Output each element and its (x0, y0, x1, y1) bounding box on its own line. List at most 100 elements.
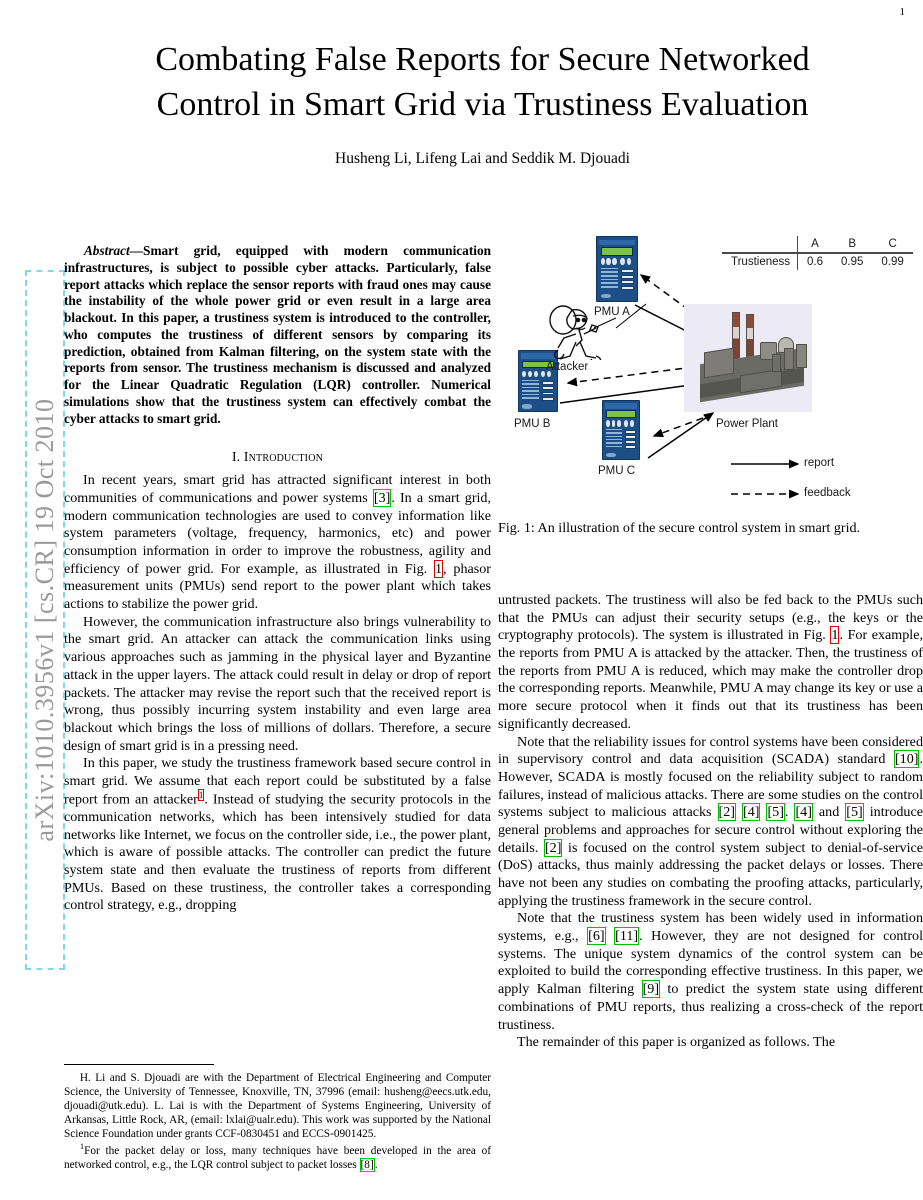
trustiness-table: A B C Trustieness 0.6 0.95 0.99 (722, 236, 913, 270)
citation-link[interactable]: [2] (543, 838, 563, 857)
pmu-button (621, 280, 635, 285)
pmu-text-lines (606, 428, 623, 450)
figure-reference-link[interactable]: 1 (830, 626, 840, 645)
paper-title-line-2: Control in Smart Grid via Trustiness Eva… (156, 85, 809, 123)
abstract-paragraph: Abstract—Smart grid, equipped with moder… (64, 243, 491, 427)
citation-number: 8 (364, 1159, 370, 1172)
pmu-button (542, 381, 555, 385)
figure-reference-number: 1 (831, 627, 839, 644)
pmu-line (522, 383, 540, 385)
trustiness-value-c: 0.99 (881, 255, 904, 268)
table-header-a: A (811, 238, 819, 250)
paragraph-intro-3: In this paper, we study the trustiness f… (64, 755, 491, 915)
pmu-knob (547, 370, 552, 378)
pmu-text-lines (600, 267, 619, 291)
citation-link[interactable]: [9] (641, 980, 661, 999)
pmu-line (522, 397, 540, 399)
paragraph-intro-1: In recent years, smart grid has attracte… (64, 472, 491, 614)
legend-label-report: report (804, 457, 835, 469)
pmu-c-label: PMU C (598, 465, 636, 477)
pmu-b-label: PMU B (514, 418, 551, 430)
footnote-1: 1For the packet delay or loss, many tech… (64, 1141, 491, 1173)
text-run: . (784, 804, 795, 821)
citation-link[interactable]: [2] (717, 803, 736, 822)
pmu-line (600, 286, 619, 288)
pmu-line (606, 432, 623, 434)
footnote-marker: 1 (79, 1141, 85, 1152)
plant-building (704, 347, 734, 379)
smokestack (746, 314, 754, 360)
table-header-row: A B C (722, 236, 913, 252)
pmu-button (624, 440, 637, 444)
citation-number: 11 (619, 928, 634, 945)
pmu-footer-badge (600, 293, 611, 299)
pmu-knob-row (606, 420, 636, 427)
citation-link[interactable]: [3] (372, 488, 392, 507)
pmu-button-column (542, 381, 555, 401)
figure-reference-link[interactable]: 1 (434, 559, 444, 578)
pmu-button (621, 269, 635, 274)
pmu-knob (616, 420, 621, 427)
pmu-button-column (624, 430, 637, 450)
text-run: For the packet delay or loss, many techn… (64, 1145, 491, 1172)
pmu-knob (522, 370, 527, 378)
citation-link[interactable]: [4] (741, 803, 761, 822)
pmu-knob (606, 420, 611, 427)
citation-number: 2 (723, 804, 731, 821)
pmu-button (621, 274, 635, 279)
text-run: In this paper, we study the trustiness f… (64, 755, 491, 808)
citation-link[interactable]: [6] (587, 927, 606, 946)
table-corner-cell (722, 236, 799, 252)
citation-number: 4 (747, 804, 755, 821)
pmu-header-bar (521, 353, 555, 359)
pmu-footer-badge (606, 452, 616, 457)
pmu-knob (623, 420, 628, 427)
figure-caption: Fig. 1: An illustration of the secure co… (498, 520, 861, 536)
text-run: , phasor measurement units (PMUs) send r… (64, 560, 491, 613)
citation-link[interactable]: [11] (614, 927, 640, 946)
pmu-knob-row (600, 258, 634, 266)
citation-number: 10 (899, 751, 914, 768)
table-row: Trustieness 0.6 0.95 0.99 (722, 253, 913, 270)
text-run: and (812, 804, 846, 821)
attacker-label: Attacker (546, 361, 589, 373)
pmu-a-device (596, 236, 638, 302)
citation-link[interactable]: [5] (766, 803, 785, 822)
pmu-line (606, 438, 623, 441)
footnotes-block: H. Li and S. Djouadi are with the Depart… (64, 1072, 491, 1173)
citation-link[interactable]: [8] (359, 1158, 375, 1173)
right-column: untrusted packets. The trustiness will a… (498, 592, 923, 1052)
storage-tank (772, 354, 781, 372)
pmu-lcd-screen (522, 360, 554, 369)
storage-tank (796, 344, 807, 368)
left-column: Abstract—Smart grid, equipped with moder… (64, 243, 491, 915)
pmu-knob (611, 420, 616, 427)
pmu-footer-badge (522, 404, 533, 409)
pmu-button (624, 435, 637, 439)
paragraph-right-2: Note that the reliability issues for con… (498, 734, 923, 911)
citation-number: 9 (647, 981, 655, 998)
section-title: Introduction (243, 449, 324, 465)
citation-link[interactable]: [5] (845, 803, 864, 822)
text-run: . For example, the reports from PMU A is… (498, 627, 923, 732)
pmu-button (621, 285, 635, 291)
page-title: Combating False Reports for Secure Netwo… (60, 38, 905, 128)
attacker-icon (549, 305, 617, 360)
pmu-line (600, 278, 619, 281)
citation-link[interactable]: [4] (794, 803, 813, 822)
arrow-attacker-to-pmu-a (615, 303, 647, 329)
citation-link[interactable]: [10] (893, 750, 920, 769)
arxiv-stamp: arXiv:1010.3956v1 [cs.CR] 19 Oct 2010 (25, 270, 65, 970)
arrow-feedback-pmu-c (652, 417, 704, 438)
trustiness-value-b: 0.95 (841, 255, 864, 268)
footnote-reference-link[interactable]: 1 (197, 788, 205, 801)
pmu-knob (600, 258, 605, 266)
pmu-line (606, 442, 623, 444)
pmu-line (522, 379, 540, 382)
pmu-b-device (518, 350, 558, 412)
pmu-button-column (621, 269, 635, 291)
arrow-report-pmu-c (647, 412, 715, 459)
table-rule-cell (722, 252, 799, 254)
pmu-line (522, 393, 540, 396)
citation-number: 6 (592, 928, 600, 945)
